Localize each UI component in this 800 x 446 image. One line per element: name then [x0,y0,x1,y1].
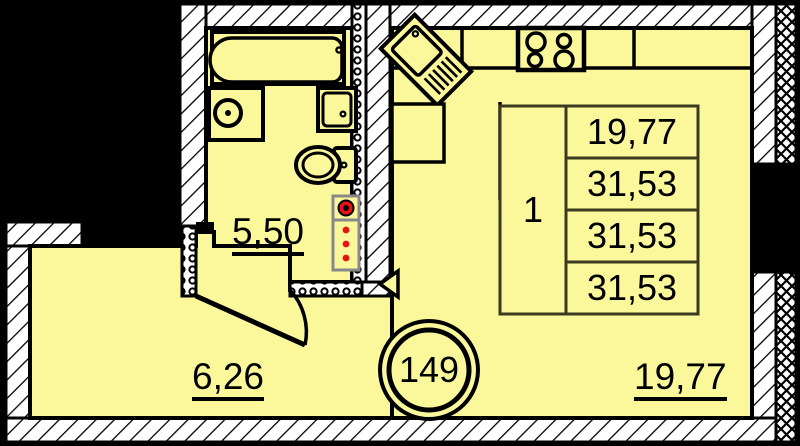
table-row: 31,53 [586,215,678,256]
washing-machine-fixture [207,86,265,142]
kitchen-sink-fixture [377,11,475,109]
direction-marker-icon [377,267,400,301]
table-cell-rooms-count: 1 [522,189,544,230]
interior-wall-corridor-left [180,224,198,298]
exterior-wall-lowerleft-top [4,220,84,248]
water-heater-riser-fixture [331,194,361,272]
cooktop-fixture [515,25,587,73]
unit-number-circle [378,319,480,421]
unit-number-badge: 149 [380,321,478,419]
table-row: 31,53 [586,163,678,204]
kitchen-living-area-label: 19,77 [634,358,727,401]
exterior-wall-left-upper [178,2,208,228]
exterior-wall-top [178,2,778,30]
toilet-fixture [294,145,358,185]
interior-wall-stub-top [196,222,214,234]
entry-door-swing [194,288,309,348]
interior-wall-entry-bottom [288,280,364,298]
exterior-wall-left-lower [4,220,32,432]
table-row: 31,53 [586,267,678,308]
bathroom-area-label: 5,50 [232,213,305,256]
table-row: 19,77 [586,111,678,152]
bathtub-fixture [208,30,346,86]
summary-table-grid [498,104,700,316]
living-room-area-label: 6,26 [192,358,265,401]
exterior-wall-right-lower [750,270,798,444]
unit-number-text: 149 [398,349,460,390]
exterior-wall-right-upper [750,2,798,166]
bathroom-sink-fixture [316,86,358,133]
exterior-wall-bottom [4,416,778,444]
